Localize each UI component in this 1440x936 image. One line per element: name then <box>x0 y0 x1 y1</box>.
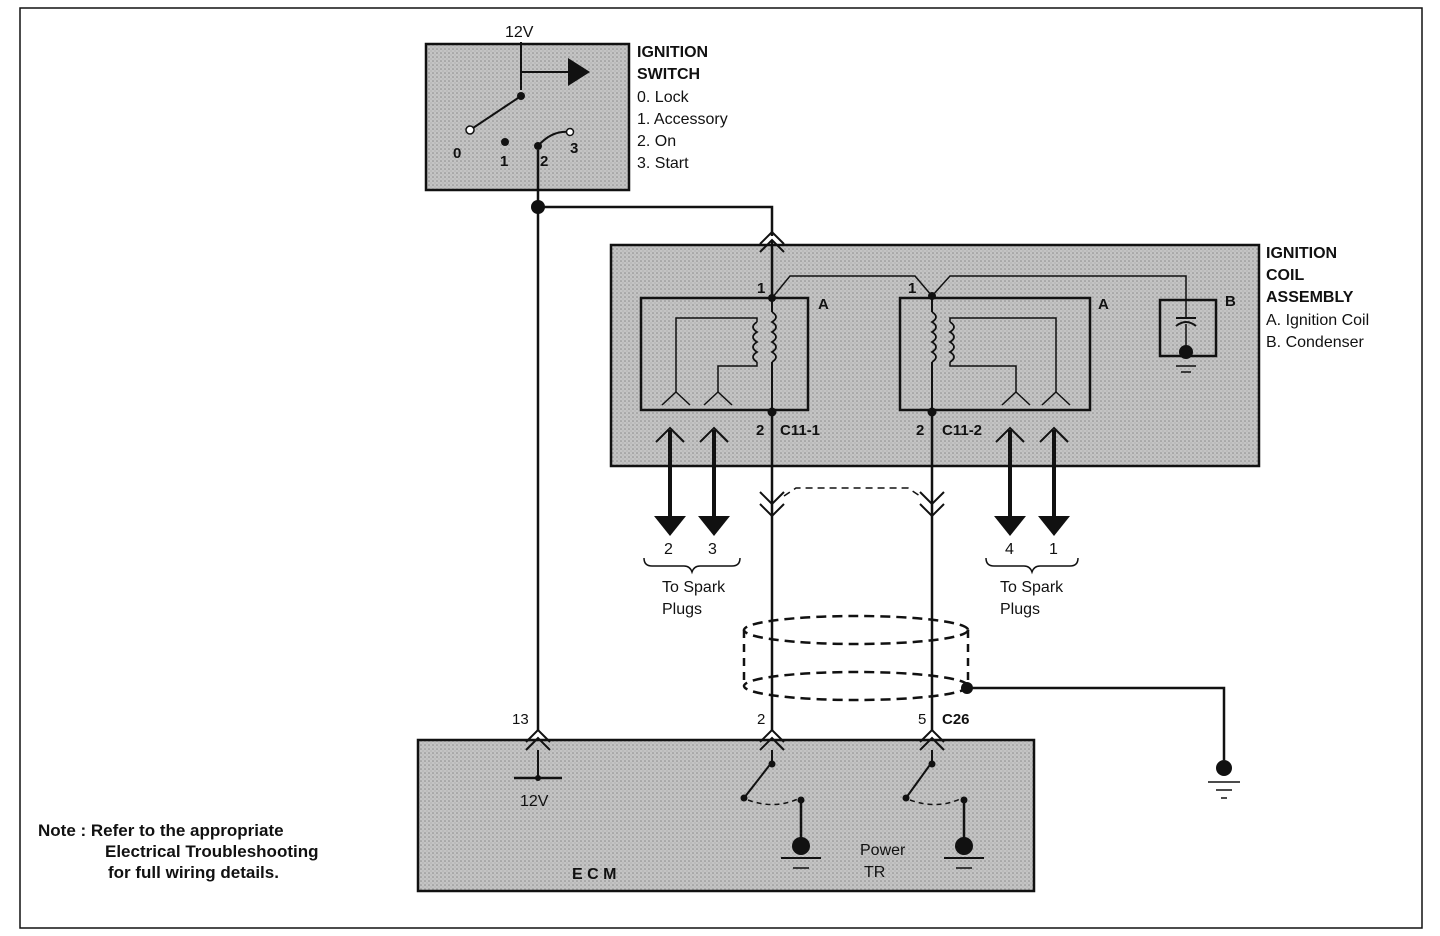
switch-contact-0 <box>465 125 475 135</box>
ignition-coil-assembly: A 1 2 C11-1 A 1 2 C11-2 B IGNITION COIL … <box>609 230 1369 468</box>
ecm-pin-13: 13 <box>512 711 529 728</box>
ecm-pin-2: 2 <box>757 711 765 728</box>
shield-ground-icon <box>1216 760 1232 776</box>
spark-arrow-3-icon <box>698 516 730 536</box>
coil-legend-a: A. Ignition Coil <box>1266 312 1369 329</box>
coil-title-2: COIL <box>1266 267 1304 284</box>
coil-legend-b: B. Condenser <box>1266 334 1365 351</box>
spark-plug-leads: 2 3 To Spark Plugs 4 1 To Spark Plugs <box>643 426 1079 618</box>
switch-supply-label: 12V <box>505 24 534 41</box>
coil-feed-crossover <box>771 275 933 299</box>
switch-pin-1: 1 <box>500 153 508 170</box>
spark-arrow-2-icon <box>654 516 686 536</box>
spark-left-brace <box>643 557 741 575</box>
ignition-switch: 12V 0 1 2 3 IGNITION SWITCH 0. Lock 1. A… <box>424 24 728 192</box>
coil-a-secondary <box>752 321 759 363</box>
splice-dot <box>531 200 545 214</box>
spark-right-text-2: Plugs <box>1000 601 1040 618</box>
note-line-3: for full wiring details. <box>108 863 279 882</box>
note-block: Note : Refer to the appropriate Electric… <box>38 820 318 883</box>
shield-bottom <box>742 670 970 702</box>
ecm-box <box>416 738 1036 893</box>
coil-pin1-right: 1 <box>908 280 916 297</box>
ecm-ground-2-icon <box>955 837 973 855</box>
coil-b-secondary <box>948 321 955 363</box>
note-line-2: Electrical Troubleshooting <box>105 842 319 861</box>
switch-contact-1 <box>501 138 509 146</box>
switch-arrow-icon <box>568 58 590 86</box>
switch-pin-0: 0 <box>453 145 461 162</box>
spark-arrow-4-icon <box>994 516 1026 536</box>
ecm-connector: C26 <box>942 711 970 728</box>
connector-link-dashed <box>783 487 921 497</box>
coil-connector-right: C11-2 <box>942 422 982 439</box>
coil-a2-label: A <box>1098 296 1109 313</box>
spark-num-3: 3 <box>708 541 717 558</box>
switch-box <box>424 42 631 192</box>
ecm-supply-label: 12V <box>520 793 549 810</box>
coil-a-primary <box>770 311 777 363</box>
switch-output-wires <box>536 150 774 730</box>
switch-pin-3: 3 <box>570 140 578 157</box>
ecm-name: E C M <box>572 866 616 883</box>
spark-right-brace <box>985 557 1079 575</box>
switch-contact-2 <box>534 142 542 150</box>
switch-position-0: 0. Lock <box>637 89 690 106</box>
spark-num-4: 4 <box>1005 541 1014 558</box>
switch-position-1: 1. Accessory <box>637 111 728 128</box>
ecm: 13 2 5 C26 12V Power TR E C M <box>416 711 1036 893</box>
switch-lever <box>469 95 522 131</box>
shield-top <box>742 614 970 646</box>
spark-num-2: 2 <box>664 541 673 558</box>
note-line-1: Note : Refer to the appropriate <box>38 821 284 840</box>
coil-a-label: A <box>818 296 829 313</box>
coil-top-connector <box>759 230 785 245</box>
ecm-ground-1-icon <box>792 837 810 855</box>
wire-switch-to-coil <box>538 205 774 236</box>
switch-pivot <box>517 92 525 100</box>
ecm-switch-2 <box>905 761 933 799</box>
coil-title-3: ASSEMBLY <box>1266 289 1354 306</box>
switch-pin-2: 2 <box>540 153 548 170</box>
spark-num-1: 1 <box>1049 541 1058 558</box>
switch-contact-3 <box>565 127 575 137</box>
coil-title-1: IGNITION <box>1266 245 1337 262</box>
ecm-switch-1 <box>743 761 773 799</box>
condenser-feed <box>931 275 1187 300</box>
coil-connector-left: C11-1 <box>780 422 820 439</box>
switch-title-2: SWITCH <box>637 66 700 83</box>
switch-title-1: IGNITION <box>637 44 708 61</box>
switch-position-2: 2. On <box>637 133 676 150</box>
outer-frame <box>19 7 1423 929</box>
coil-to-ecm-wires <box>742 412 1240 799</box>
condenser-label: B <box>1225 293 1236 310</box>
switch-position-3: 3. Start <box>637 155 689 172</box>
condenser-ground-icon <box>1179 345 1193 359</box>
coil-pin2-left: 2 <box>756 422 764 439</box>
coil-a-left <box>639 296 810 412</box>
spark-arrow-1-icon <box>1038 516 1070 536</box>
coil-pin2-right: 2 <box>916 422 924 439</box>
shield-ground-wire <box>967 686 1226 760</box>
ecm-pin-5: 5 <box>918 711 926 728</box>
spark-left-text-2: Plugs <box>662 601 702 618</box>
spark-right-text-1: To Spark <box>1000 579 1064 596</box>
coil-b-primary <box>930 311 937 363</box>
ecm-power-tr-2: TR <box>864 864 885 881</box>
spark-left-text-1: To Spark <box>662 579 726 596</box>
coil-a-right <box>898 296 1092 412</box>
coil-pin1-left: 1 <box>757 280 765 297</box>
ecm-power-tr-1: Power <box>860 842 906 859</box>
